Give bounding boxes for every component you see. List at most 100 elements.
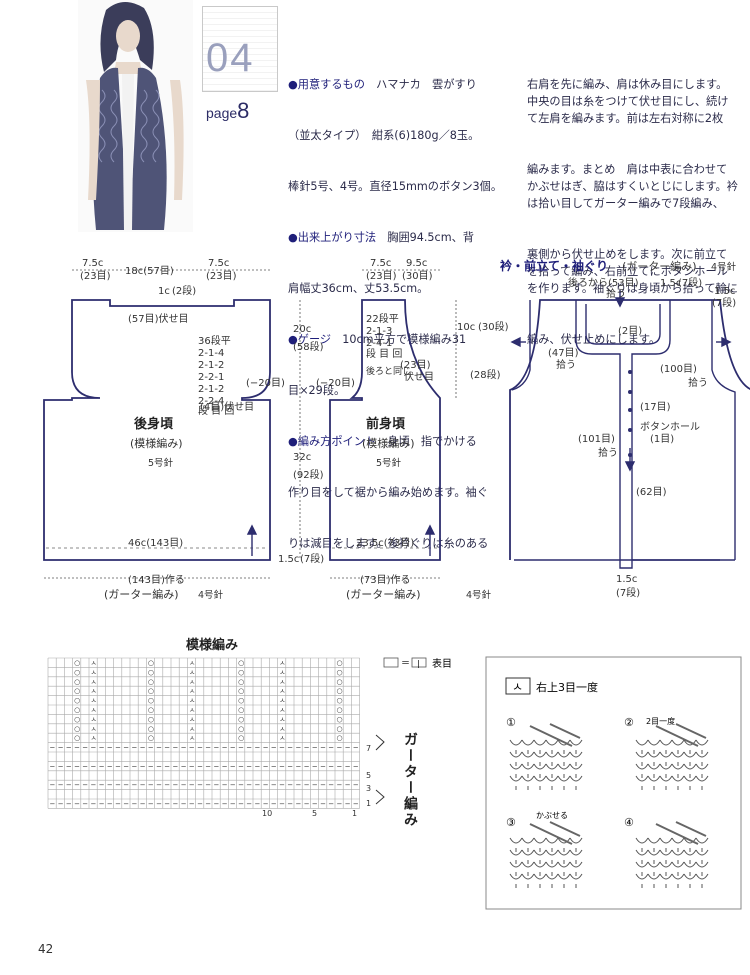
chart-stitch-symbol: ㅅ [279, 734, 285, 742]
back-dec-row: 段 目 回 [198, 404, 234, 417]
chart-purl-symbol: − [353, 744, 359, 752]
chart-purl-symbol: − [181, 762, 187, 770]
stitch-loop [659, 873, 673, 888]
model-photo-image [86, 1, 184, 230]
chart-row-label: 7 [366, 744, 371, 753]
chart-stitch-symbol: ○ [337, 715, 343, 723]
chart-stitch-symbol: ○ [74, 706, 80, 714]
chart-stitch-symbol: ㅅ [279, 668, 285, 676]
chart-purl-symbol: − [58, 744, 64, 752]
back-dec-row: 2-1-4 [198, 348, 224, 359]
pattern-number-box [202, 6, 278, 92]
stitch-loop [635, 861, 649, 876]
front-dec-row: 22段平 [366, 312, 399, 325]
back-garter: (ガーター編み) [104, 587, 179, 601]
needle [529, 821, 581, 845]
edging-2-sts: (2目) [618, 326, 642, 337]
chart-purl-symbol: − [345, 800, 351, 808]
chart-purl-symbol: − [296, 781, 302, 789]
chart-stitch-symbol: ㅅ [91, 659, 97, 667]
chart-stitch-symbol: ㅅ [91, 687, 97, 695]
stitch-loop [569, 775, 583, 790]
chart-purl-symbol: − [320, 762, 326, 770]
height-32c: 32c [293, 452, 311, 463]
chart-purl-symbol: − [107, 762, 113, 770]
needle [529, 723, 581, 747]
legend-empty-cell [383, 657, 399, 668]
edging-bottom-rows: (7段) [616, 586, 640, 599]
chart-purl-symbol: − [140, 762, 146, 770]
stitch-loop [671, 849, 685, 864]
chart-purl-symbol: − [115, 800, 121, 808]
front-pattern: (模様編み) [362, 436, 415, 450]
chart-purl-symbol: − [197, 762, 203, 770]
chart-purl-symbol: − [246, 762, 252, 770]
chart-stitch-symbol: ○ [148, 725, 154, 733]
technique-symbol-box [505, 677, 531, 695]
chart-purl-symbol: − [320, 744, 326, 752]
chart-purl-symbol: − [164, 762, 170, 770]
chart-purl-symbol: − [173, 800, 179, 808]
chart-purl-symbol: − [74, 781, 80, 789]
stitch-loop [521, 775, 535, 790]
stitch-loop [521, 873, 535, 888]
stitch-loop [557, 861, 571, 876]
stitch-loop [545, 873, 559, 888]
front-needle: 5号針 [376, 457, 402, 469]
chart-purl-symbol: − [337, 800, 343, 808]
legend-knit-text: 表目 [432, 657, 452, 670]
stitch-loop [695, 739, 709, 754]
chart-stitch-symbol: ㅅ [91, 697, 97, 705]
chart-stitch-symbol: ㅅ [279, 706, 285, 714]
stitch-loop [671, 861, 685, 876]
chart-purl-symbol: − [107, 781, 113, 789]
stitch-chart-grid [47, 657, 360, 809]
stitch-loop [521, 837, 535, 852]
chart-col-label: 1 [352, 809, 357, 818]
legend-knit-cell [411, 657, 427, 668]
chart-purl-symbol: − [181, 800, 187, 808]
stitch-loop [635, 849, 649, 864]
stitch-loop [509, 751, 523, 766]
stitch-loop [509, 763, 523, 778]
stitch-chart-symbols: ○ㅅ○ㅅ○ㅅ○○ㅅ○ㅅ○ㅅ○○ㅅ○ㅅ○ㅅ○○ㅅ○ㅅ○ㅅ○○ㅅ○ㅅ○ㅅ○○ㅅ○ㅅ○… [50, 659, 359, 808]
stitch-loop [557, 763, 571, 778]
chart-stitch-symbol: ○ [337, 697, 343, 705]
stitch-loop [569, 751, 583, 766]
chart-stitch-symbol: ○ [74, 734, 80, 742]
stitch-loop [695, 775, 709, 790]
stitch-loop [521, 861, 535, 876]
chart-purl-symbol: − [107, 744, 113, 752]
stitch-loop [647, 873, 661, 888]
edging-buttonhole-sts: (1目) [650, 434, 674, 445]
back-neck-height: 1c [158, 286, 170, 297]
edging-101-pick: 拾う [598, 446, 618, 459]
chart-stitch-symbol: ㅅ [189, 734, 195, 742]
edging-62-sts: (62目) [636, 487, 667, 498]
chart-purl-symbol: − [222, 744, 228, 752]
chart-purl-symbol: − [337, 762, 343, 770]
chart-stitch-symbol: ㅅ [279, 659, 285, 667]
stitch-loop [659, 751, 673, 766]
chart-purl-symbol: − [164, 781, 170, 789]
edging-47-sts: (47目) [548, 348, 579, 359]
stitch-loop [695, 837, 709, 852]
chart-purl-symbol: − [353, 762, 359, 770]
back-needle: 5号針 [148, 457, 174, 469]
technique-title: 右上3目一度 [536, 680, 598, 694]
height-92-rows: (92段) [293, 468, 324, 481]
stitch-loop [659, 775, 673, 790]
chart-stitch-symbol: ㅅ [279, 687, 285, 695]
chart-purl-symbol: − [271, 800, 277, 808]
stitch-loop [509, 775, 523, 790]
chart-purl-symbol: − [328, 762, 334, 770]
stitch-loop [671, 739, 685, 754]
chart-purl-symbol: − [328, 781, 334, 789]
chart-purl-symbol: − [66, 800, 72, 808]
stitch-loop [521, 739, 535, 754]
chart-stitch-symbol: ○ [74, 715, 80, 723]
chart-row-label: 3 [366, 784, 371, 793]
stitch-loop [695, 861, 709, 876]
front-top-right-sts: (30目) [402, 271, 433, 282]
